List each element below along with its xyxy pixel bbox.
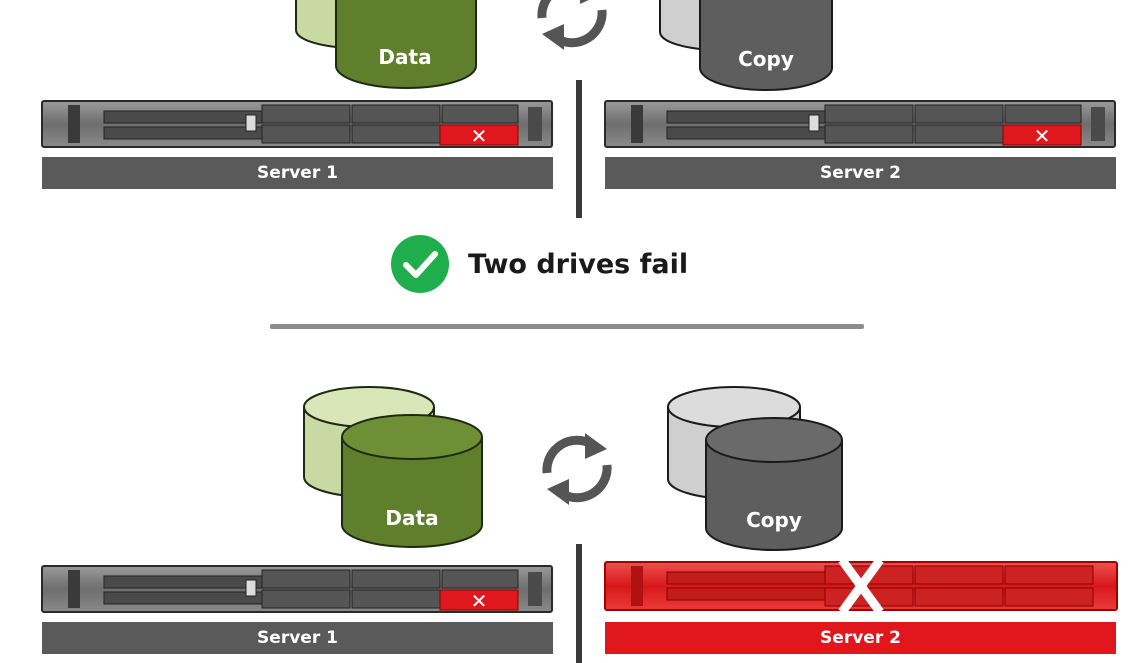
- failed-drive-bay: [439, 124, 519, 146]
- scenario-2-server-1-label: Server 1: [42, 622, 553, 654]
- data-disk-label: Data: [378, 45, 431, 69]
- server-separator: [576, 544, 582, 663]
- outcome-caption: Two drives fail: [390, 234, 688, 294]
- scenario-2-server-2-chassis-failed: [604, 557, 1118, 615]
- x-mark-icon: ✕: [1034, 124, 1051, 148]
- scenario-1-server-1-chassis: ✕: [41, 100, 553, 148]
- copy-disk-label: Copy: [738, 47, 794, 71]
- sync-arrows-icon: [542, 433, 612, 505]
- copy-disk-label: Copy: [746, 508, 802, 532]
- check-circle-icon: [391, 235, 449, 293]
- x-mark-icon: [838, 557, 884, 615]
- scenario-2-data-disk: Data: [303, 386, 483, 548]
- scenario-2-server-2-label: Server 2: [605, 622, 1116, 654]
- scenario-2-server-1-chassis: ✕: [41, 565, 553, 613]
- server-separator: [576, 80, 582, 218]
- sync-arrows-icon: [537, 0, 607, 50]
- data-disk-label: Data: [385, 506, 438, 530]
- failed-drive-bay: [1002, 124, 1082, 146]
- x-mark-icon: ✕: [471, 124, 488, 148]
- scenario-1-copy-disk: Copy: [659, 0, 833, 91]
- outcome-text: Two drives fail: [468, 248, 689, 280]
- x-mark-icon: ✕: [471, 589, 488, 613]
- section-divider: [270, 324, 864, 329]
- scenario-1-data-disk: Data: [295, 0, 477, 89]
- scenario-1-server-2-label: Server 2: [605, 157, 1116, 189]
- scenario-2-copy-disk: Copy: [667, 386, 843, 551]
- scenario-1-server-2-chassis: ✕: [604, 100, 1116, 148]
- failed-drive-bay: [439, 589, 519, 611]
- scenario-1-server-1-label: Server 1: [42, 157, 553, 189]
